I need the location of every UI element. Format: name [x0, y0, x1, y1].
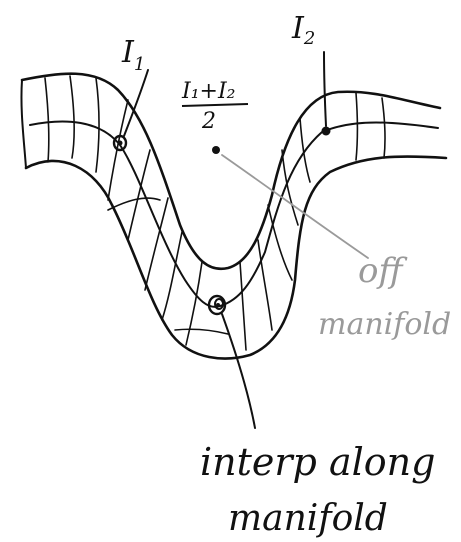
leader-interp [222, 314, 255, 428]
label-midpoint-numerator: I₁+I₂ [181, 79, 235, 104]
label-off-manifold-line2: manifold [318, 307, 451, 342]
label-midpoint-fraction-bar [182, 104, 248, 106]
manifold-left-edge [21, 80, 26, 168]
point-midpoint-marker [212, 146, 220, 154]
label-interp-line1: interp along [200, 440, 435, 484]
leader-i2 [324, 52, 326, 126]
point-interp-marker [209, 296, 225, 314]
label-i1: I1 [121, 35, 145, 75]
label-interp-line2: manifold [228, 498, 388, 539]
point-i2-marker [322, 127, 331, 136]
label-i2: I2 [291, 11, 315, 49]
label-midpoint-denominator: 2 [201, 109, 216, 134]
leader-off-manifold [222, 155, 368, 258]
label-off-manifold-line1: off [358, 251, 407, 291]
